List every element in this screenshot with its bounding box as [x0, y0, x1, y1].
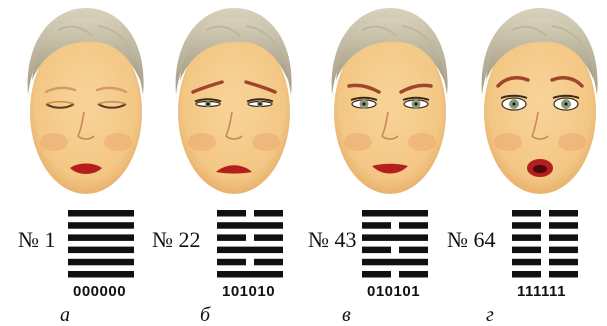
binary-code-c: 010101: [367, 283, 420, 300]
hexagram-symbol-a: [68, 208, 134, 278]
hexagram-broken-line: [512, 247, 541, 254]
hexagram-broken-line: [512, 234, 541, 241]
hexagram-broken-line: [549, 259, 578, 266]
mouth-opening: [533, 165, 547, 173]
hexagram-broken-line: [362, 271, 391, 278]
hexagram-number-c: № 43: [308, 229, 357, 251]
hexagram-broken-line: [549, 234, 578, 241]
face-illustration-c: [322, 0, 457, 210]
hexagram-solid-line: [68, 222, 134, 229]
cheek-right: [408, 133, 436, 151]
hexagram-symbol-c: [362, 208, 428, 278]
hexagram-solid-line: [68, 259, 134, 266]
cheek-left: [188, 133, 216, 151]
cheek-left: [494, 133, 522, 151]
hexagram-solid-line: [68, 247, 134, 254]
cheek-right: [558, 133, 586, 151]
hexagram-solid-line: [68, 271, 134, 278]
hexagram-number-a: № 1: [18, 229, 56, 251]
pupil-right: [564, 102, 567, 105]
hexagram-symbol-d: [512, 208, 578, 278]
hexagram-broken-line: [512, 222, 541, 229]
pupil-right: [258, 102, 261, 105]
hexagram-broken-line: [254, 234, 283, 241]
hexagram-solid-line: [362, 210, 428, 217]
panel-letter-d: г: [486, 305, 494, 325]
panel-letter-a: а: [60, 305, 70, 325]
hexagram-number-b: № 22: [152, 229, 201, 251]
hexagram-broken-line: [399, 222, 428, 229]
hexagram-broken-line: [549, 247, 578, 254]
hexagram-broken-line: [399, 271, 428, 278]
hexagram-solid-line: [68, 210, 134, 217]
cheek-right: [252, 133, 280, 151]
hexagram-broken-line: [549, 271, 578, 278]
hexagram-solid-line: [217, 247, 283, 254]
hexagram-broken-line: [399, 247, 428, 254]
hexagram-broken-line: [512, 210, 541, 217]
hexagram-broken-line: [512, 259, 541, 266]
hexagram-broken-line: [362, 247, 391, 254]
hexagram-number-d: № 64: [447, 229, 496, 251]
binary-code-d: 111111: [517, 283, 566, 300]
face-illustration-a: [18, 0, 153, 210]
face-illustration-d: [472, 0, 607, 210]
hexagram-broken-line: [512, 271, 541, 278]
hexagram-broken-line: [217, 259, 246, 266]
pupil-left: [512, 102, 515, 105]
hexagram-solid-line: [217, 222, 283, 229]
hexagram-solid-line: [362, 234, 428, 241]
pupil-left: [206, 102, 209, 105]
hexagram-broken-line: [549, 222, 578, 229]
panel-letter-c: в: [342, 305, 351, 325]
cheek-left: [344, 133, 372, 151]
hexagram-broken-line: [217, 234, 246, 241]
binary-code-b: 101010: [222, 283, 275, 300]
hexagram-broken-line: [217, 210, 246, 217]
pupil-left: [362, 102, 365, 105]
pupil-right: [414, 102, 417, 105]
hexagram-solid-line: [217, 271, 283, 278]
binary-code-a: 000000: [73, 283, 126, 300]
panel-letter-b: б: [200, 305, 210, 325]
hexagram-symbol-b: [217, 208, 283, 278]
hexagram-solid-line: [362, 259, 428, 266]
hexagram-broken-line: [254, 210, 283, 217]
face-illustration-b: [166, 0, 301, 210]
hexagram-solid-line: [68, 234, 134, 241]
cheek-left: [40, 133, 68, 151]
cheek-right: [104, 133, 132, 151]
hexagram-broken-line: [549, 210, 578, 217]
hexagram-broken-line: [362, 222, 391, 229]
hexagram-broken-line: [254, 259, 283, 266]
